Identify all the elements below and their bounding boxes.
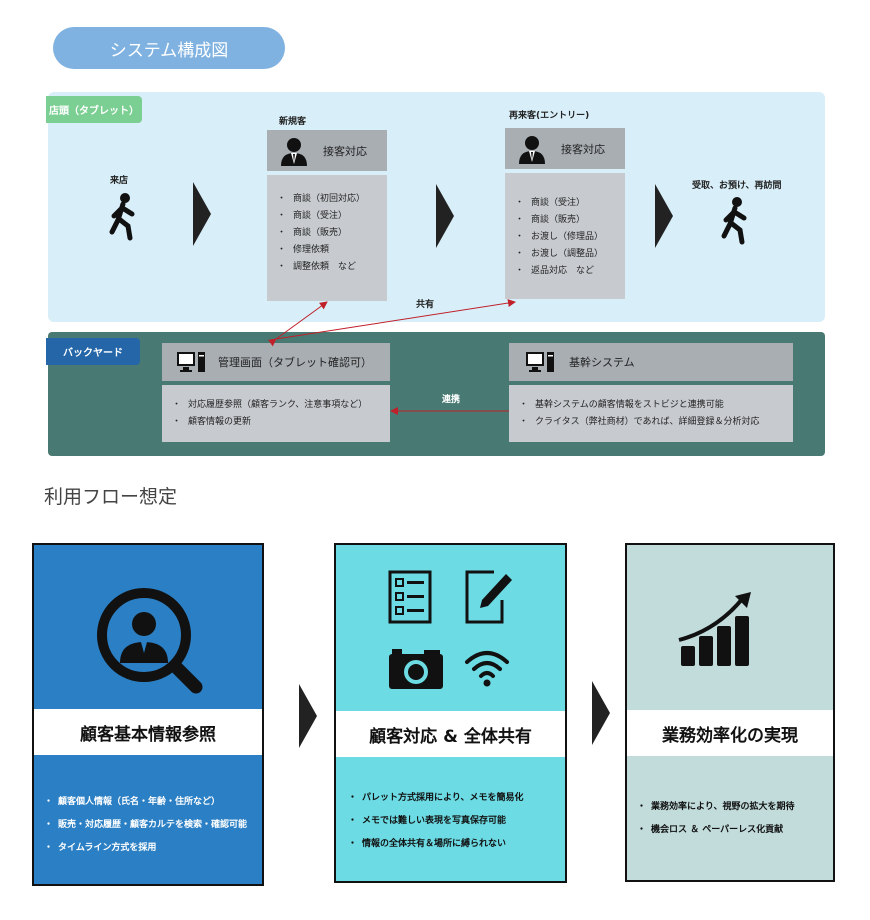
diagram-title: システム構成図 (109, 40, 229, 61)
list-item: 基幹システムの顧客情報をストビジと連携可能 (519, 397, 793, 414)
link-label: 連携 (442, 395, 461, 405)
list-item: 修理依頼 (277, 242, 387, 259)
list-item: 商談（販売） (277, 225, 387, 242)
card-title-customer-info: 顧客基本情報参照 (34, 709, 262, 755)
store-tag: 店頭（タブレット） (46, 96, 142, 123)
share-label: 共有 (416, 300, 435, 310)
admin-screen-list: 対応履歴参照（顧客ランク、注意事項など） 顧客情報の更新 (162, 385, 390, 442)
repeat-customer-caption: 再来客(エントリー) (509, 111, 590, 121)
edit-document-icon (465, 570, 512, 624)
arrow-chevron-1 (193, 182, 211, 246)
card-list-customer-info: 顧客個人情報（氏名・年齢・住所など） 販売・対応履歴・顧客カルテを検索・確認可能… (40, 791, 247, 860)
list-item: クライタス（弊社商材）であれば、詳細登録＆分析対応 (519, 414, 793, 431)
list-item: 商談（初回対応） (277, 191, 387, 208)
list-item: 業務効率により、視野の拡大を期待 (633, 796, 794, 819)
checklist-icon (388, 570, 432, 624)
flow-arrow-1 (299, 684, 317, 748)
list-item: タイムライン方式を採用 (40, 837, 247, 860)
desktop-computer-icon (526, 352, 554, 372)
repeat-customer-title: 接客対応 (561, 142, 605, 156)
list-item: お渡し（調整品） (515, 246, 625, 263)
card-title-efficiency: 業務効率化の実現 (627, 710, 833, 756)
businessman-icon (519, 135, 545, 164)
connector-lines (267, 299, 516, 415)
list-item: 商談（受注） (277, 208, 387, 225)
admin-screen-title: 管理画面（タブレット確認可） (218, 356, 372, 369)
walking-person-icon (721, 197, 747, 245)
desktop-computer-icon (177, 352, 205, 372)
backyard-tag: バックヤード (46, 338, 140, 365)
repeat-customer-list: 商談（受注） 商談（販売） お渡し（修理品） お渡し（調整品） 返品対応 など (505, 173, 625, 299)
repeat-customer-header: 接客対応 (505, 128, 625, 169)
list-item: メモでは難しい表現を写真保存可能 (344, 810, 523, 833)
list-item: 商談（販売） (515, 212, 625, 229)
list-item: 返品対応 など (515, 263, 625, 280)
walking-person-icon (109, 193, 135, 241)
visit-label: 来店 (110, 176, 129, 186)
wifi-icon (465, 651, 509, 687)
flow-card-efficiency: 業務効率化の実現 業務効率により、視野の拡大を期待 機会ロス ＆ ペーパーレス化… (625, 543, 835, 882)
list-item: 調整依頼 など (277, 259, 387, 276)
arrow-chevron-3 (655, 184, 673, 248)
share-arrow-new (267, 301, 328, 347)
core-system-list: 基幹システムの顧客情報をストビジと連携可能 クライタス（弊社商材）であれば、詳細… (509, 385, 793, 442)
share-arrow-repeat (275, 299, 516, 340)
flow-card-customer-info: 顧客基本情報参照 顧客個人情報（氏名・年齢・住所など） 販売・対応履歴・顧客カル… (32, 543, 264, 886)
flow-section-title: 利用フロー想定 (44, 486, 178, 508)
flow-card-customer-service: 顧客対応 & 全体共有 パレット方式採用により、メモを簡易化 メモでは難しい表現… (334, 543, 567, 883)
list-item: お渡し（修理品） (515, 229, 625, 246)
card-list-customer-service: パレット方式採用により、メモを簡易化 メモでは難しい表現を写真保存可能 情報の全… (344, 787, 523, 856)
growth-chart-icon (678, 592, 751, 666)
list-item: 顧客情報の更新 (172, 414, 390, 431)
diagram-title-pill: システム構成図 (53, 27, 285, 69)
list-item: 顧客個人情報（氏名・年齢・住所など） (40, 791, 247, 814)
admin-screen-header: 管理画面（タブレット確認可） (162, 343, 390, 381)
new-customer-caption: 新規客 (279, 117, 307, 127)
arrow-chevron-2 (436, 184, 454, 248)
customer-search-icon (97, 588, 203, 694)
core-system-title: 基幹システム (569, 356, 635, 369)
card-list-efficiency: 業務効率により、視野の拡大を期待 機会ロス ＆ ペーパーレス化貢献 (633, 796, 794, 842)
list-item: 商談（受注） (515, 195, 625, 212)
list-item: 機会ロス ＆ ペーパーレス化貢献 (633, 819, 794, 842)
list-item: 販売・対応履歴・顧客カルテを検索・確認可能 (40, 814, 247, 837)
businessman-icon (281, 137, 307, 166)
list-item: 情報の全体共有＆場所に縛られない (344, 833, 523, 856)
card-title-customer-service: 顧客対応 & 全体共有 (336, 711, 565, 757)
new-customer-list: 商談（初回対応） 商談（受注） 商談（販売） 修理依頼 調整依頼 など (267, 175, 387, 301)
flow-arrow-2 (592, 681, 610, 745)
core-system-header: 基幹システム (509, 343, 793, 381)
list-item: パレット方式採用により、メモを簡易化 (344, 787, 523, 810)
after-visit-label: 受取、お預け、再訪問 (692, 181, 782, 191)
list-item: 対応履歴参照（顧客ランク、注意事項など） (172, 397, 390, 414)
new-customer-title: 接客対応 (323, 144, 367, 158)
camera-icon (389, 649, 443, 689)
new-customer-header: 接客対応 (267, 130, 387, 171)
